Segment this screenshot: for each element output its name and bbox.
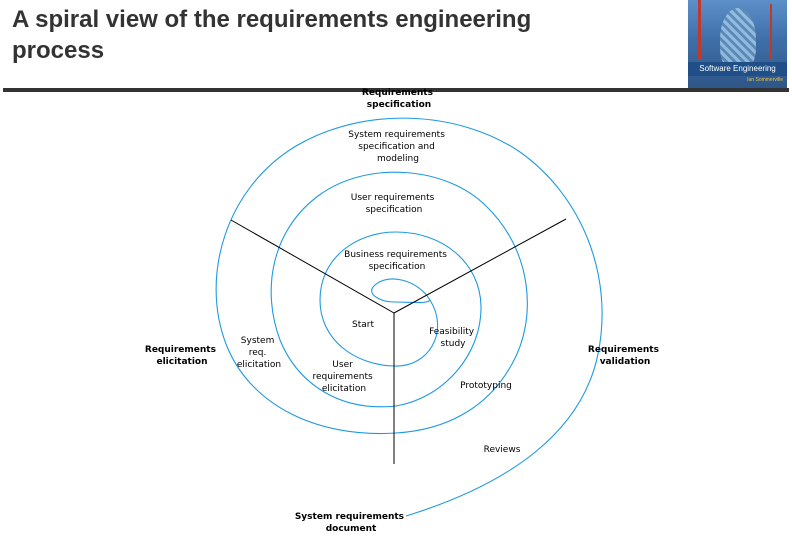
crane-graphic	[698, 0, 701, 60]
label-prototyping: Prototyping	[460, 381, 512, 391]
label-feasibility-study: Feasibility study	[429, 327, 477, 349]
cover-band	[688, 62, 787, 76]
title-divider	[3, 88, 789, 92]
spiral-inner-ring	[319, 231, 482, 407]
book-cover-image: Software Engineering Ian Sommerville	[688, 0, 787, 88]
label-user-requirements-elicitation: User requirements elicitation	[312, 360, 375, 394]
slide-title-line-1: A spiral view of the requirements engine…	[12, 6, 532, 33]
label-reviews: Reviews	[484, 445, 521, 455]
divider-spec-validation	[393, 218, 567, 314]
label-business-requirements-specification: Business requirements specification	[344, 250, 450, 272]
tower-graphic	[720, 8, 756, 70]
label-user-requirements-specification: User requirements specification	[351, 193, 437, 215]
label-system-requirements-specification: System requirements specification and mo…	[348, 130, 448, 164]
label-system-requirements-document: System requirements document	[295, 512, 407, 534]
slide-title: A spiral view of the requirements engine…	[12, 4, 672, 66]
label-system-req-elicitation: System req. elicitation	[237, 336, 281, 370]
sector-label-specification: Requirements specification	[362, 88, 436, 110]
divider-elicitation-spec	[230, 219, 395, 314]
sector-label-elicitation: Requirements elicitation	[145, 345, 219, 367]
sector-dividers	[230, 218, 567, 464]
sector-label-validation: Requirements validation	[588, 345, 662, 367]
book-title: Software Engineering	[699, 64, 776, 73]
crane-graphic	[770, 4, 772, 60]
slide-title-line-2: process	[12, 37, 105, 64]
spiral-core-loop	[371, 278, 431, 304]
spiral-outer-ring	[215, 117, 603, 517]
spiral-middle-ring	[270, 171, 528, 434]
spiral-rings	[215, 117, 603, 517]
label-start: Start	[352, 320, 374, 330]
book-author: Ian Sommerville	[747, 77, 783, 83]
